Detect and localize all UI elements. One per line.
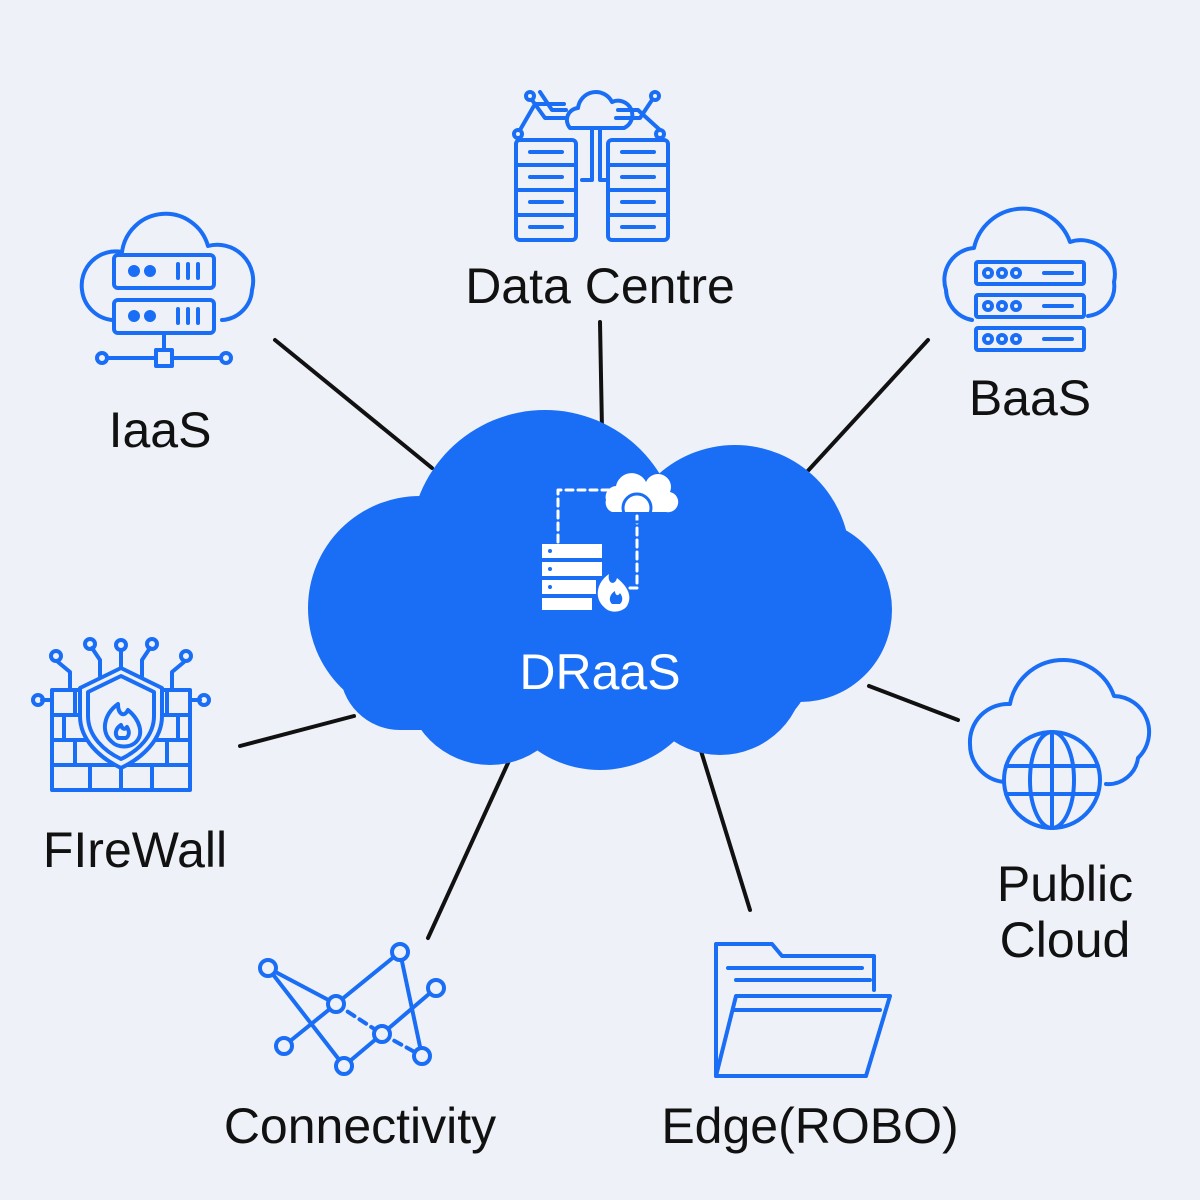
- connector-connectivity: [426, 750, 515, 940]
- connector-data-centre: [598, 320, 604, 432]
- node-label-public-cloud-line2: Cloud: [999, 912, 1131, 968]
- connector-public-cloud: [867, 684, 960, 722]
- public-cloud-globe-icon: [967, 657, 1152, 830]
- center-label-draas: DRaaS: [519, 644, 681, 700]
- baas-backup-cloud-icon: [942, 206, 1117, 352]
- connector-lines: [238, 320, 960, 940]
- node-label-data-centre: Data Centre: [465, 258, 735, 314]
- connector-firewall: [238, 714, 356, 748]
- connector-edge: [695, 736, 752, 912]
- iaas-server-cloud-icon: [79, 211, 256, 368]
- data-centre-icon: [512, 90, 670, 242]
- folder-icon: [714, 942, 892, 1078]
- network-nodes-icon: [258, 942, 446, 1076]
- node-label-connectivity: Connectivity: [223, 1098, 497, 1154]
- firewall-shield-icon: [31, 637, 211, 792]
- connector-iaas: [273, 338, 434, 470]
- cloud-disaster-recovery-icon: [542, 473, 679, 612]
- node-label-edge: Edge(ROBO): [661, 1098, 959, 1154]
- node-label-baas: BaaS: [968, 370, 1092, 426]
- node-label-firewall: FIreWall: [42, 822, 228, 878]
- center-cloud-shape: [308, 410, 892, 770]
- connector-baas: [803, 338, 930, 476]
- node-label-iaas: IaaS: [108, 402, 212, 458]
- node-label-public-cloud: Public Cloud: [960, 856, 1170, 968]
- node-label-public-cloud-line1: Public: [996, 856, 1134, 912]
